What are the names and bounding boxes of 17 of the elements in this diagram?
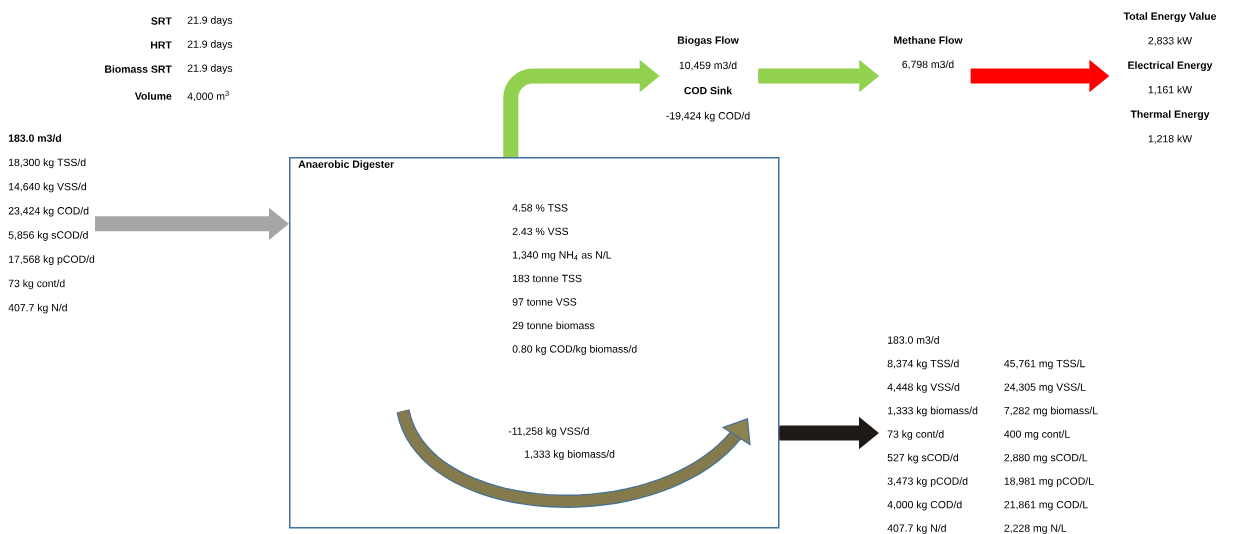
value-label: 21.9 days xyxy=(187,16,233,26)
effluent-values: 183.0 m3/d 8,374 kg TSS/d 45,761 mg TSS/L 4,448 kg VSS/d 24,305 mg VSS/L 1,333 kg biomass/d 7,282 mg biomass/L 73 kg cont/d 400 mg cont/L 527 kg sCOD/d 2,880 mg sCOD/L 3,473 kg pCOD/d 18,981 mg pCOD/L 4,000 kg COD/d 21,861 mg COD/L 407.7 kg N/d 2,228 mg N/L xyxy=(887,336,1098,534)
biogas-values: Biogas Flow 10,459 m3/d COD Sink -19,424 kg COD/d xyxy=(666,36,750,122)
value-label: 21.9 days xyxy=(187,40,233,50)
parameter-name: Volume xyxy=(134,92,172,100)
value-label: -11,258 kg VSS/d xyxy=(508,427,589,437)
feed-values: 183.0 m3/d 18,300 kg TSS/d 14,640 kg VSS/d 23,424 kg COD/d 5,856 kg sCOD/d 17,568 kg pCOD/d 73 kg cont/d 407.7 kg N/d xyxy=(8,134,95,314)
methane-values: Methane Flow 6,798 m3/d xyxy=(894,36,963,70)
energy-values: Total Energy Value 2,833 kW Electrical Energy 1,161 kW Thermal Energy 1,218 kW xyxy=(1123,12,1217,144)
value-label: 21.9 days xyxy=(187,64,233,74)
parameter-name: SRT xyxy=(151,17,172,25)
arrow xyxy=(503,59,660,157)
value-label: 4,000 m$^{3}$ xyxy=(187,90,229,102)
parameter-name: HRT xyxy=(151,41,172,49)
arrow xyxy=(95,207,289,240)
parameter-name: Biomass SRT xyxy=(105,65,172,73)
value-label: 1,333 kg biomass/d xyxy=(525,450,615,460)
